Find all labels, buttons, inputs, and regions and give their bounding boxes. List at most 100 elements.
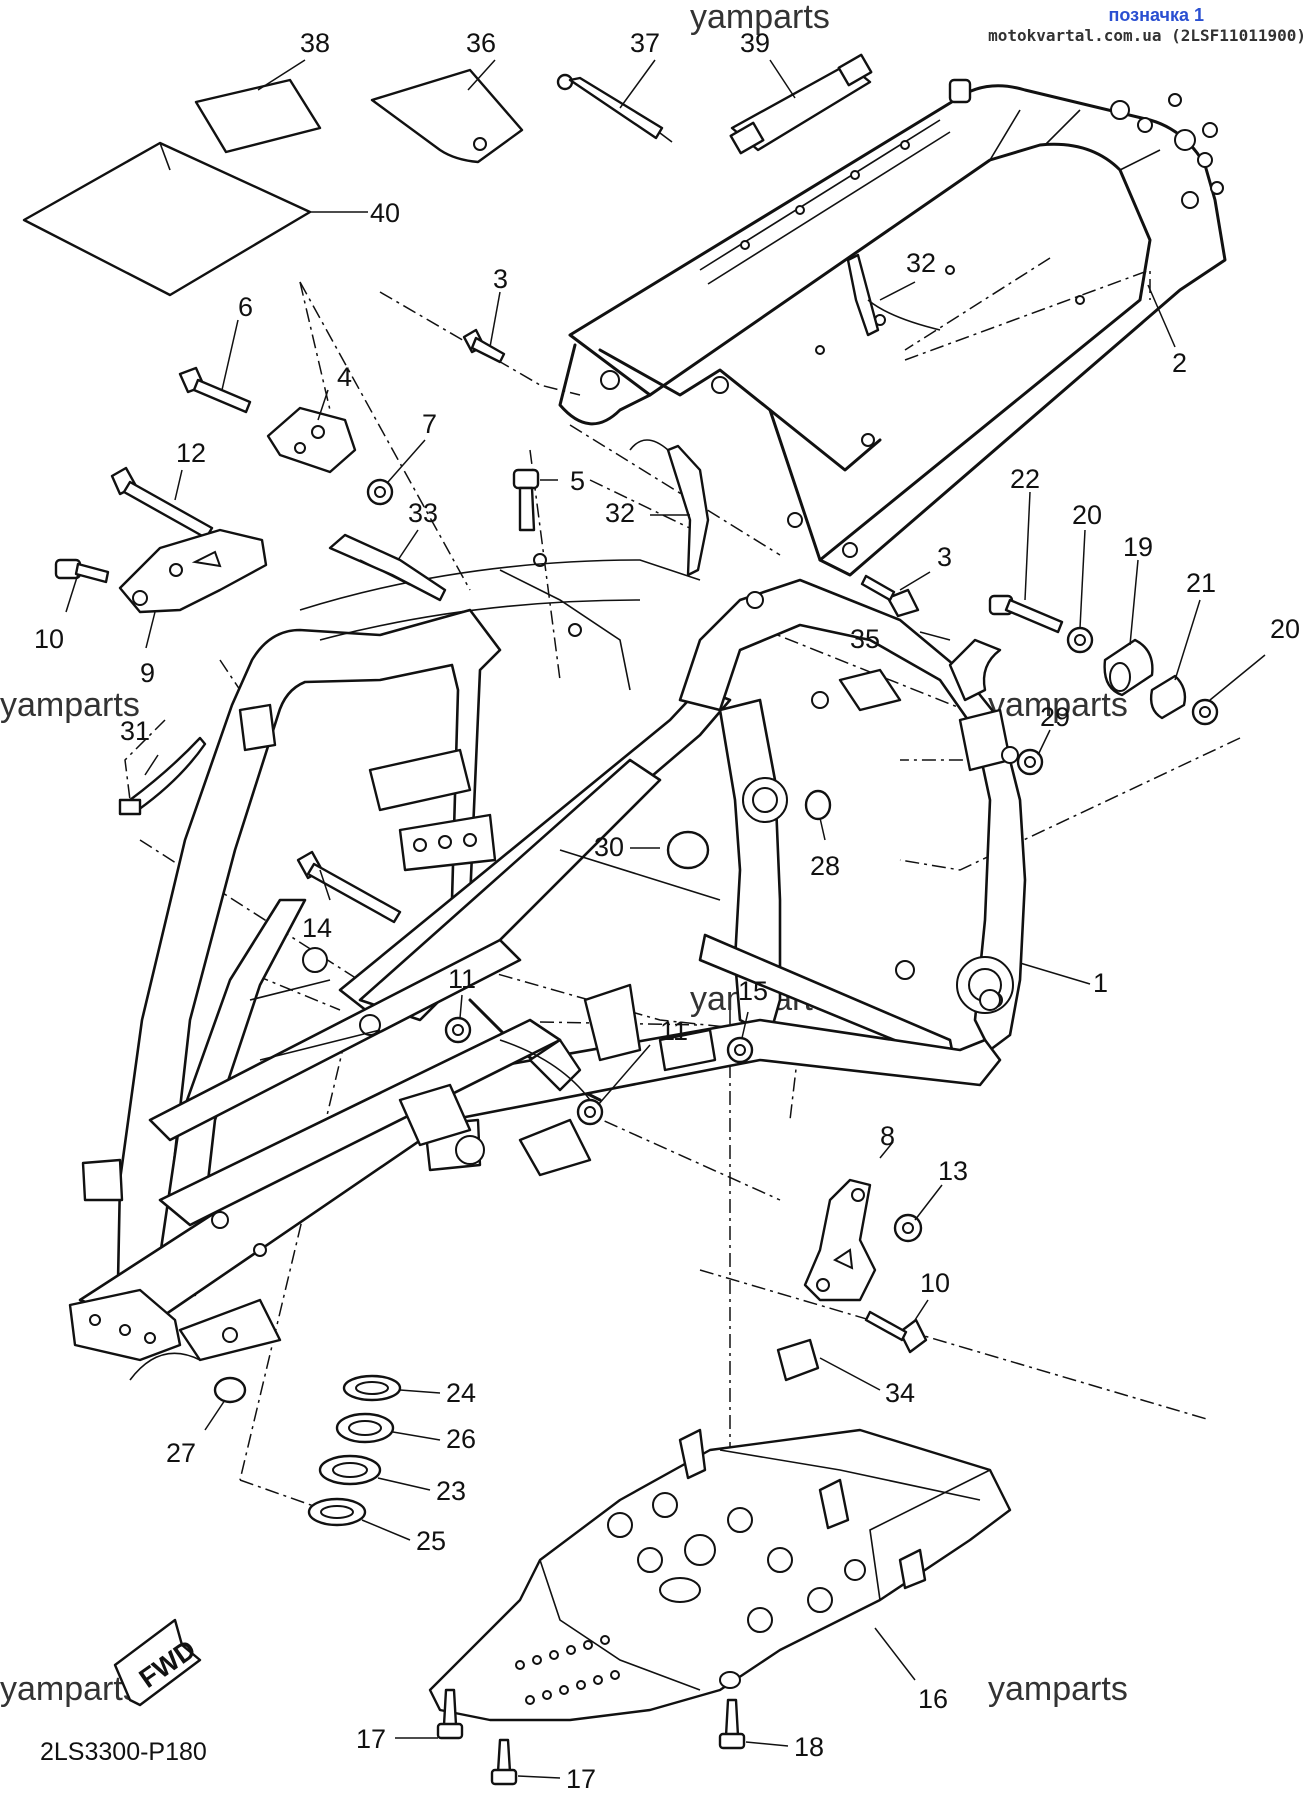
callout-15[interactable]: 15: [738, 976, 768, 1006]
part-30-cap[interactable]: [630, 830, 710, 870]
callout-10[interactable]: 10: [920, 1268, 950, 1298]
part-32-cable-guide-lower[interactable]: [629, 439, 710, 577]
part-17-bolt-left[interactable]: [395, 1688, 464, 1740]
callout-31[interactable]: 31: [120, 716, 150, 746]
callout-14[interactable]: 14: [302, 913, 332, 943]
part-2-rear-frame[interactable]: [558, 78, 1227, 577]
part-9-bracket-left[interactable]: [118, 528, 268, 649]
source-reference: motokvartal.com.ua (2LSF11011900): [988, 26, 1306, 45]
callout-20[interactable]: 20: [1270, 614, 1300, 644]
part-18-bolt[interactable]: [718, 1698, 789, 1750]
callout-10[interactable]: 10: [34, 624, 64, 654]
callout-3[interactable]: 3: [493, 264, 508, 294]
callout-5[interactable]: 5: [570, 466, 585, 496]
callout-33[interactable]: 33: [408, 498, 438, 528]
callout-37[interactable]: 37: [630, 28, 660, 58]
part-17-bolt-center[interactable]: [490, 1738, 561, 1786]
part-10-bolt-right[interactable]: [864, 1299, 929, 1354]
part-11-nut-left[interactable]: [444, 994, 472, 1044]
part-23-seal[interactable]: [318, 1454, 431, 1491]
callout-32[interactable]: 32: [906, 248, 936, 278]
callout-3[interactable]: 3: [937, 542, 952, 572]
callout-16[interactable]: 16: [918, 1684, 948, 1714]
callout-11[interactable]: 11: [660, 1016, 688, 1046]
part-35-guard[interactable]: [919, 631, 1002, 702]
part-27-plug[interactable]: [204, 1376, 247, 1431]
part-5-bolt[interactable]: [512, 468, 558, 532]
callout-27[interactable]: 27: [166, 1438, 196, 1468]
callout-22[interactable]: 22: [1010, 464, 1040, 494]
part-8-bracket-right[interactable]: [803, 1141, 894, 1302]
part-22-bolt[interactable]: [988, 491, 1064, 634]
callout-32[interactable]: 32: [605, 498, 635, 528]
diagram-code: 2LS3300-P180: [40, 1738, 207, 1766]
callout-1[interactable]: 1: [1093, 968, 1108, 998]
part-3-bolt-lower[interactable]: [860, 571, 931, 618]
part-39-strap[interactable]: [729, 53, 873, 155]
callout-12[interactable]: 12: [176, 438, 206, 468]
callout-38[interactable]: 38: [300, 28, 330, 58]
callout-34[interactable]: 34: [885, 1378, 915, 1408]
part-21-collar[interactable]: [1149, 599, 1201, 720]
callout-29[interactable]: 29: [1040, 702, 1070, 732]
part-31-band[interactable]: [118, 736, 207, 816]
part-1-main-frame[interactable]: [68, 553, 1091, 1381]
callout-7[interactable]: 7: [422, 409, 437, 439]
callout-25[interactable]: 25: [416, 1526, 446, 1556]
callout-11[interactable]: 11: [448, 964, 476, 994]
part-40-sheet[interactable]: [22, 141, 368, 297]
part-11-nut-right[interactable]: [576, 1044, 651, 1126]
callout-2[interactable]: 2: [1172, 348, 1187, 378]
part-6-bolt[interactable]: [178, 319, 252, 414]
part-15-nut[interactable]: [726, 1011, 754, 1064]
part-33-clamp[interactable]: [328, 529, 447, 602]
callout-17[interactable]: 17: [356, 1724, 386, 1754]
part-38-pad[interactable]: [194, 59, 322, 154]
callout-36[interactable]: 36: [466, 28, 496, 58]
callout-20[interactable]: 20: [1072, 500, 1102, 530]
callout-18[interactable]: 18: [794, 1732, 824, 1762]
part-19-bushing[interactable]: [1103, 559, 1154, 697]
callout-13[interactable]: 13: [938, 1156, 968, 1186]
callout-9[interactable]: 9: [140, 658, 155, 688]
part-3-bolt-upper[interactable]: [462, 291, 506, 364]
callout-19[interactable]: 19: [1123, 532, 1153, 562]
part-7-nut[interactable]: [366, 439, 426, 506]
part-24-seal[interactable]: [342, 1374, 441, 1402]
brand-label[interactable]: позначка 1: [1108, 5, 1205, 25]
part-29-nut[interactable]: [1016, 729, 1051, 776]
part-37-rod[interactable]: [556, 59, 673, 143]
part-12-bolt[interactable]: [110, 466, 214, 540]
part-10-bolt-left[interactable]: [54, 558, 110, 613]
callout-8[interactable]: 8: [880, 1121, 895, 1151]
part-20-washer-upper[interactable]: [1066, 529, 1094, 654]
callout-6[interactable]: 6: [238, 292, 253, 322]
part-4-bracket[interactable]: [266, 389, 357, 474]
callout-17[interactable]: 17: [566, 1764, 596, 1794]
callout-23[interactable]: 23: [436, 1476, 466, 1506]
part-13-nut[interactable]: [893, 1184, 943, 1243]
part-28-plug[interactable]: [804, 789, 832, 841]
callout-4[interactable]: 4: [337, 362, 352, 392]
watermark: yamparts: [988, 1670, 1128, 1708]
part-20-washer-lower[interactable]: [1191, 654, 1266, 726]
part-26-seal[interactable]: [335, 1412, 441, 1444]
callout-24[interactable]: 24: [446, 1378, 476, 1408]
callout-39[interactable]: 39: [740, 28, 770, 58]
callout-26[interactable]: 26: [446, 1424, 476, 1454]
callout-21[interactable]: 21: [1186, 568, 1216, 598]
callout-35[interactable]: 35: [850, 624, 880, 654]
part-32-cable-guide-upper[interactable]: [846, 253, 941, 337]
part-16-skid-plate[interactable]: [428, 1428, 1012, 1722]
part-36-cover[interactable]: [370, 59, 524, 164]
watermark: yamparts: [0, 686, 140, 724]
callout-30[interactable]: 30: [594, 832, 624, 862]
watermark: yamparts: [690, 0, 830, 36]
callout-28[interactable]: 28: [810, 851, 840, 881]
part-14-bolt[interactable]: [296, 850, 402, 924]
part-34-pad[interactable]: [776, 1338, 881, 1391]
part-25-seal[interactable]: [307, 1497, 411, 1541]
callout-40[interactable]: 40: [370, 198, 400, 228]
watermark: yamparts: [988, 686, 1128, 724]
